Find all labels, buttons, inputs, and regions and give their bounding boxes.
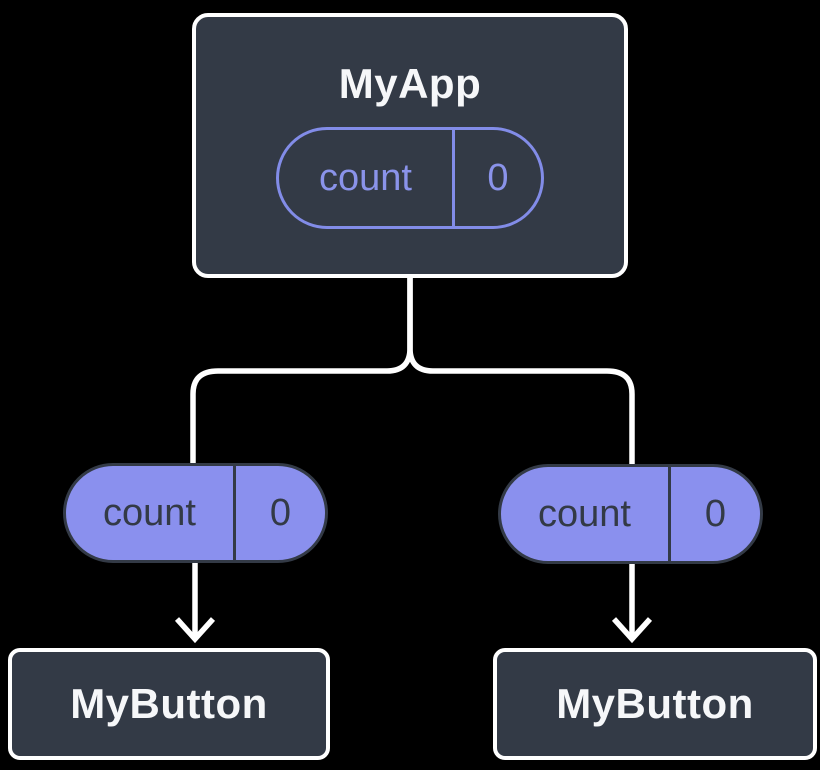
state-pill-root: count 0 bbox=[276, 126, 544, 229]
node-mybutton-title: MyButton bbox=[70, 680, 268, 727]
node-myapp: MyApp count 0 bbox=[192, 13, 628, 278]
prop-pill-right: count 0 bbox=[498, 464, 763, 564]
prop-value: 0 bbox=[269, 492, 292, 534]
node-mybutton-title: MyButton bbox=[556, 680, 754, 727]
prop-name: count bbox=[66, 466, 236, 560]
node-mybutton-left: MyButton bbox=[8, 648, 330, 760]
prop-pill-left: count 0 bbox=[63, 463, 328, 563]
branch-right-connector bbox=[407, 276, 635, 468]
state-name: count bbox=[279, 129, 455, 226]
branch-left-connector bbox=[190, 276, 413, 466]
arrow-right-head bbox=[611, 617, 653, 644]
node-mybutton-right: MyButton bbox=[493, 648, 817, 760]
arrow-left-head bbox=[174, 617, 216, 644]
prop-name: count bbox=[501, 467, 671, 561]
node-myapp-title: MyApp bbox=[338, 59, 482, 107]
prop-value: 0 bbox=[704, 493, 727, 535]
state-value: 0 bbox=[487, 156, 509, 199]
